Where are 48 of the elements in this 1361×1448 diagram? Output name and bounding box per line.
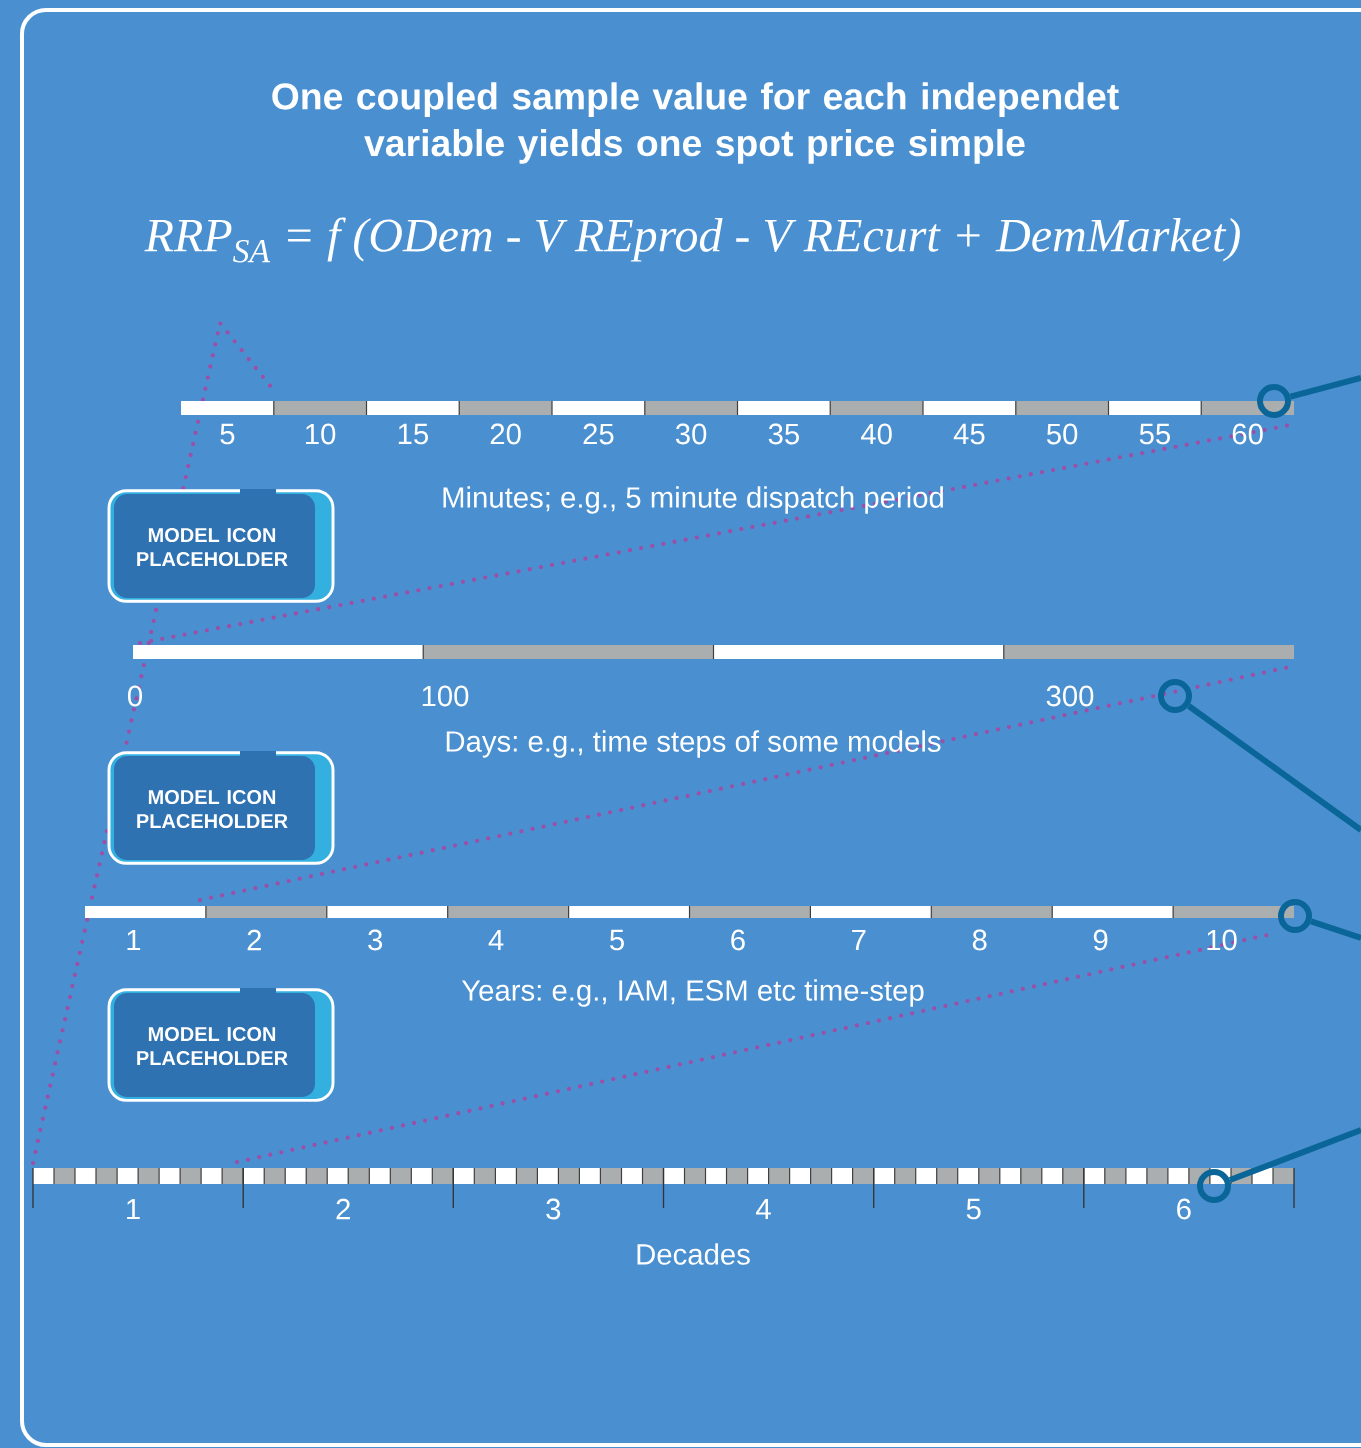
tick-label: 6 xyxy=(1177,1198,1191,1220)
formula-text: RRP$_{SA}$ = f (ODem - V REprod - V REcurt + DemMarket) xyxy=(144,217,1240,263)
tick-label: 5 xyxy=(966,1198,981,1220)
tick-label: 35 xyxy=(768,423,799,445)
tick-label: 0 xyxy=(128,685,142,707)
tick-label: 4 xyxy=(756,1198,771,1220)
tick-label: 55 xyxy=(1139,423,1170,445)
tick-label: 300 xyxy=(1046,685,1094,707)
tick-label: 2 xyxy=(247,929,261,951)
tick-label: 60 xyxy=(1232,423,1263,445)
connector-line xyxy=(1187,703,1361,833)
connector-line xyxy=(1310,918,1361,941)
tick-label: 5 xyxy=(610,929,624,951)
model-icon-box: MODEL ICON PLACEHOLDER xyxy=(107,489,335,603)
axis-caption: Minutes; e.g., 5 minute dispatch period xyxy=(443,486,943,514)
tick-label: 15 xyxy=(398,423,428,445)
tick-label: 3 xyxy=(546,1198,561,1220)
tick-label: 10 xyxy=(306,423,336,445)
connector-line xyxy=(1289,375,1361,400)
tick-label: 25 xyxy=(583,423,614,445)
title: One coupled sample value for each independet variable yields one spot price simple xyxy=(272,82,1119,164)
tick-label: 50 xyxy=(1046,423,1078,445)
connector-line xyxy=(1228,1127,1361,1183)
tick-label: 1 xyxy=(127,1198,140,1220)
marker-ring xyxy=(1278,899,1312,933)
tick-label: 2 xyxy=(336,1198,350,1220)
tick-label: 6 xyxy=(731,929,745,951)
tick-label: 45 xyxy=(953,423,985,445)
model-icon-box: MODEL ICON PLACEHOLDER xyxy=(107,988,335,1102)
marker-ring xyxy=(1197,1169,1231,1203)
tick-label: 7 xyxy=(852,929,866,951)
tick-label: 100 xyxy=(422,685,469,707)
tick-label: 30 xyxy=(675,423,707,445)
tick-label: 10 xyxy=(1207,929,1237,951)
axis-caption: Days: e.g., time steps of some models xyxy=(446,730,941,758)
tick-label: 4 xyxy=(488,929,504,951)
tick-label: 20 xyxy=(490,423,521,445)
axis-caption: Decades xyxy=(637,1243,750,1265)
model-icon-box: MODEL ICON PLACEHOLDER xyxy=(107,751,335,865)
tick-label: 5 xyxy=(220,423,235,445)
marker-ring xyxy=(1158,679,1192,713)
tick-label: 8 xyxy=(972,929,987,951)
axis-caption: Years: e.g., IAM, ESM etc time-step xyxy=(461,979,924,1007)
tick-label: 40 xyxy=(860,423,892,445)
tick-label: 9 xyxy=(1093,929,1108,951)
tick-label: 3 xyxy=(368,929,383,951)
marker-ring xyxy=(1257,384,1291,418)
tick-label: 1 xyxy=(127,929,141,951)
